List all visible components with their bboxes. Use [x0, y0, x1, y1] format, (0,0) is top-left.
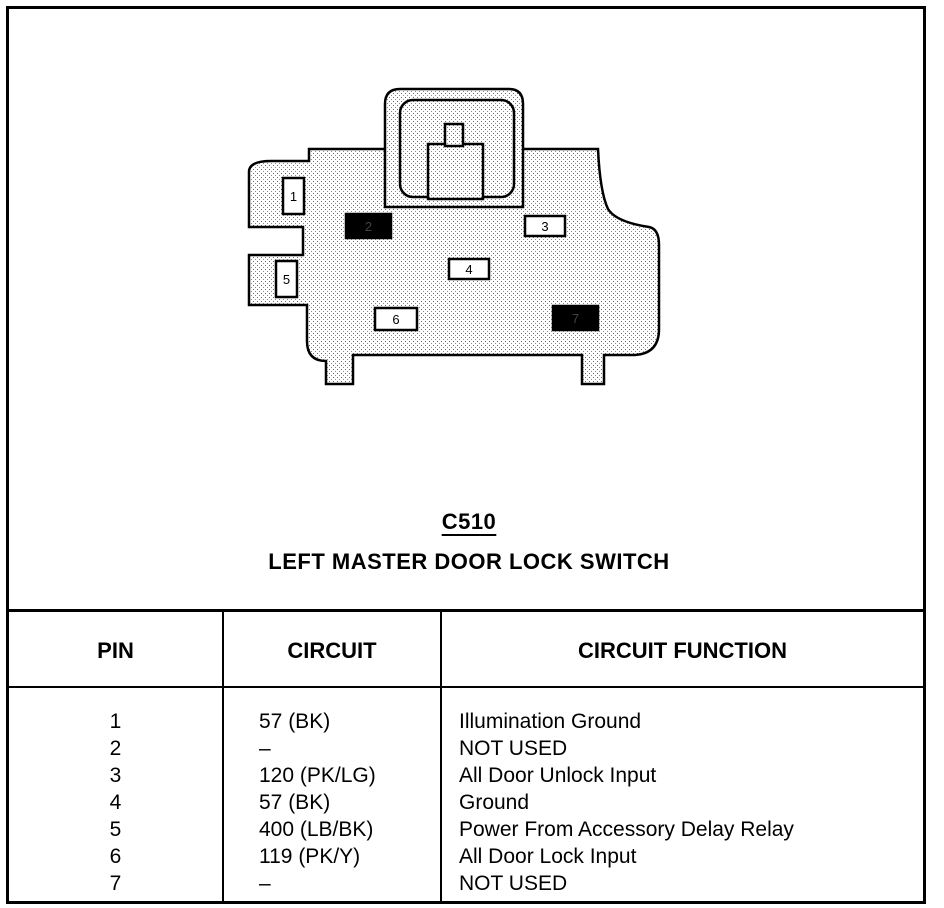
- table-cell-function: All Door Lock Input: [459, 845, 637, 868]
- table-cell-pin: 6: [109, 845, 122, 868]
- table-cell-pin: 3: [109, 764, 122, 787]
- column-divider: [222, 612, 224, 904]
- table-cell-function: Illumination Ground: [459, 710, 642, 733]
- cavity-5: [274, 259, 299, 299]
- cavity-6: [373, 306, 419, 332]
- table-header-row: [9, 612, 923, 688]
- cavity-label-2: 2: [365, 219, 372, 234]
- table-cell-pin: 7: [109, 872, 122, 895]
- cavity-label-6: 6: [392, 312, 399, 327]
- cavity-label-7: 7: [572, 311, 579, 326]
- header-circuit-function: CIRCUIT FUNCTION: [578, 638, 787, 663]
- table-cell-function: Power From Accessory Delay Relay: [459, 818, 794, 841]
- cavity-label-4: 4: [465, 262, 472, 277]
- pin-column: 1 2 3 4 5 6 7: [9, 708, 222, 897]
- cavity-4: [447, 257, 491, 281]
- header-pin: PIN: [97, 638, 134, 663]
- table-cell-pin: 2: [109, 737, 122, 760]
- column-divider: [440, 612, 442, 904]
- cavity-1: [281, 176, 306, 216]
- table-cell-function: NOT USED: [459, 737, 568, 760]
- table-cell-function: All Door Unlock Input: [459, 764, 657, 787]
- table-cell-circuit: –: [259, 737, 271, 760]
- cavity-2: [344, 212, 393, 240]
- cavity-3: [523, 214, 567, 238]
- latch-tab-top: [443, 122, 465, 148]
- table-cell-pin: 4: [109, 791, 122, 814]
- connector-id: C510: [441, 509, 497, 534]
- pin-table: PIN CIRCUIT CIRCUIT FUNCTION 1 2 3 4 5 6 7 57 …: [9, 609, 923, 904]
- table-cell-circuit: 400 (LB/BK): [259, 818, 374, 841]
- diagram-frame: 1 2 3 4 5 6 7 C510 LEFT MASTER DOOR LOCK SWITC…: [6, 6, 926, 904]
- table-cell-pin: 5: [109, 818, 122, 841]
- circuit-column: 57 (BK) – 120 (PK/LG) 57 (BK) 400 (LB/BK) 119…: [259, 708, 439, 897]
- cavity-label-5: 5: [283, 272, 290, 287]
- table-cell-circuit: 57 (BK): [259, 710, 331, 733]
- table-cell-function: NOT USED: [459, 872, 568, 895]
- header-circuit: CIRCUIT: [287, 638, 377, 663]
- cavity-label-3: 3: [541, 219, 548, 234]
- table-cell-pin: 1: [109, 710, 122, 733]
- table-cell-circuit: 120 (PK/LG): [259, 764, 376, 787]
- table-cell-circuit: 57 (BK): [259, 791, 331, 814]
- table-cell-function: Ground: [459, 791, 530, 814]
- connector-face-drawing: 1 2 3 4 5 6 7: [247, 87, 661, 386]
- cavity-group: 1 2 3 4 5 6 7: [274, 176, 600, 332]
- table-cell-circuit: –: [259, 872, 271, 895]
- latch-tab: [426, 142, 485, 201]
- connector-name: LEFT MASTER DOOR LOCK SWITCH: [268, 549, 670, 574]
- cavity-label-1: 1: [290, 189, 297, 204]
- cavity-7: [551, 304, 600, 332]
- table-cell-circuit: 119 (PK/Y): [259, 845, 361, 868]
